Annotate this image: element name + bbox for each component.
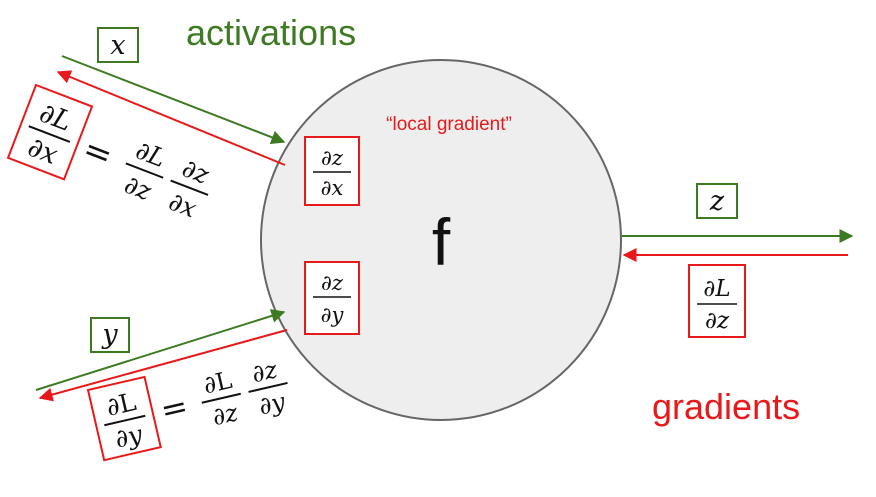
dl-dy-numerator: ∂L [103,387,138,422]
dl-dy-box [86,375,162,462]
y-symbol: y [101,319,118,350]
local-gradient-label: “local gradient” [386,114,512,135]
dz-dx-denominator: ∂x [321,176,344,200]
dl-dx-fraction-bar [28,125,71,143]
dz-dx-numerator: ∂z [321,146,344,170]
x-chain-dz-bar [170,179,209,196]
dl-dy-fraction-bar [104,414,146,427]
y-chain-dz-numerator: ∂z [249,355,280,388]
dl-dz-numerator: ∂L [703,276,730,302]
dz-dy-box: ∂z ∂y [304,261,360,335]
z-output-box: z [696,183,738,219]
x-chain-dz-denominator: ∂x [165,187,201,224]
dl-dx-box [6,83,94,181]
x-symbol: x [110,30,125,61]
y-input-box: y [90,317,130,353]
y-chain-dz-denominator: ∂y [256,387,288,420]
chain-rule-x-equation: ∂L ∂x = ∂L ∂z ∂z ∂x [6,83,214,224]
y-chain-dl-denominator: ∂z [210,398,241,431]
gradients-title: gradients [652,386,800,427]
chain-rule-y-equation: ∂L ∂y = ∂L ∂z ∂z ∂y [86,355,288,462]
y-equals-sign: = [157,387,192,430]
x-chain-dl-denominator: ∂z [121,170,157,207]
x-backward-arrow [56,70,286,166]
node-label: f [432,205,451,279]
dl-dz-denominator: ∂z [705,308,730,334]
z-symbol: z [709,186,725,217]
dl-dz-box: ∂L ∂z [688,264,746,338]
y-chain-dl-bar [201,392,241,404]
x-equals-sign: = [77,129,118,177]
activations-title: activations [186,12,356,53]
x-forward-arrow [61,55,286,144]
y-backward-arrow [38,329,288,402]
x-input-box: x [97,27,139,63]
y-chain-dz-bar [248,381,288,393]
y-forward-arrow [35,309,286,391]
dz-dy-denominator: ∂y [321,303,345,327]
dz-dy-numerator: ∂z [321,271,344,295]
x-chain-dl-bar [125,162,164,179]
y-chain-dl-numerator: ∂L [201,366,235,400]
dz-dx-box: ∂z ∂x [304,136,360,206]
x-chain-dz-numerator: ∂z [178,153,214,190]
